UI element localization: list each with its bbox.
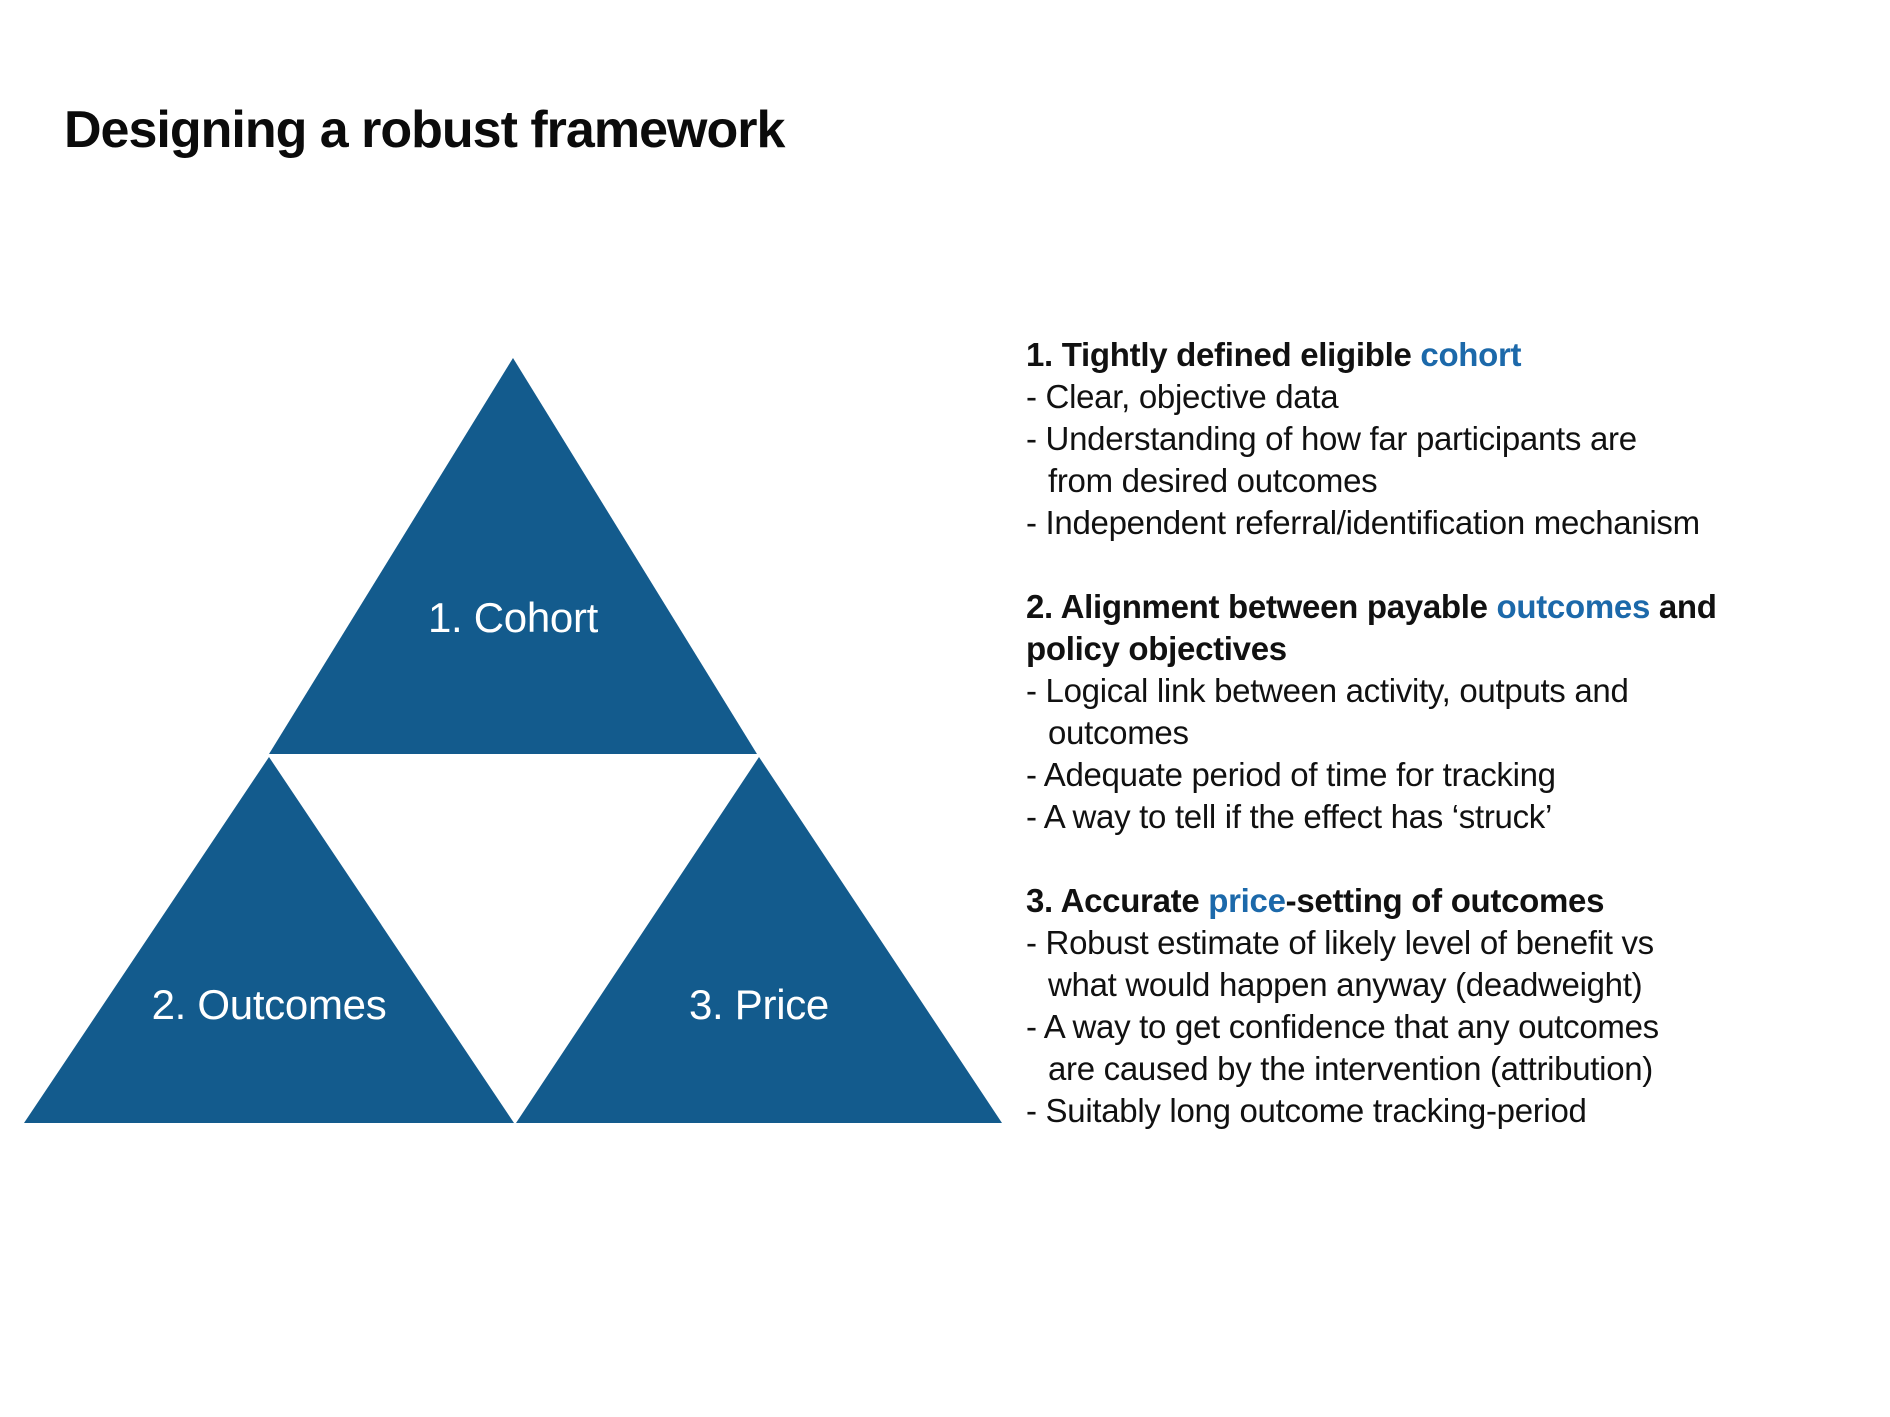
heading-accent-word: cohort [1420,336,1522,373]
section-heading: 3. Accurate price-setting of outcomes [1026,880,1876,922]
heading-segment: 2. Alignment between payable [1026,588,1497,625]
bullet-line-continuation: outcomes [1048,714,1189,751]
triangle-cohort [269,358,757,754]
bullet-line-continuation: from desired outcomes [1048,462,1378,499]
heading-segment: -setting of outcomes [1285,882,1605,919]
heading-accent-word: outcomes [1496,588,1651,625]
section-spacer [1026,544,1876,586]
bullet-line: - Suitably long outcome tracking-period [1026,1092,1587,1129]
bullet-line: - Adequate period of time for tracking [1026,756,1556,793]
bullet-line: - Clear, objective data [1026,378,1339,415]
bullet-line-continuation: what would happen anyway (deadweight) [1048,966,1643,1003]
bullet-line: - Robust estimate of likely level of ben… [1026,924,1654,961]
heading-segment: and [1650,588,1717,625]
triangle-price [516,757,1002,1123]
bullet-line: - Independent referral/identification me… [1026,504,1700,541]
triangle-label-price: 3. Price [689,981,829,1028]
heading-segment: 1. Tightly defined eligible [1026,336,1421,373]
section-heading-line2: policy objectives [1026,628,1876,670]
heading-segment: policy objectives [1026,630,1287,667]
section-outcomes: 2. Alignment between payable outcomes an… [1026,586,1876,838]
triangle-label-cohort: 1. Cohort [427,594,599,641]
section-spacer [1026,838,1876,880]
section-price: 3. Accurate price-setting of outcomes - … [1026,880,1876,1132]
section-heading: 1. Tightly defined eligible cohort [1026,334,1876,376]
triangle-outcomes [24,757,514,1123]
framework-notes: 1. Tightly defined eligible cohort - Cle… [1026,334,1876,1132]
bullet-line: - A way to get confidence that any outco… [1026,1008,1659,1045]
slide-title: Designing a robust framework [64,101,785,159]
bullet-line: - A way to tell if the effect has ‘struc… [1026,798,1553,835]
bullet-line: - Understanding of how far participants … [1026,420,1637,457]
triangle-label-outcomes: 2. Outcomes [151,981,387,1028]
bullet-line: - Logical link between activity, outputs… [1026,672,1629,709]
section-cohort: 1. Tightly defined eligible cohort - Cle… [1026,334,1876,544]
heading-segment: 3. Accurate [1026,882,1209,919]
section-heading: 2. Alignment between payable outcomes an… [1026,586,1876,628]
bullet-line-continuation: are caused by the intervention (attribut… [1048,1050,1653,1087]
heading-accent-word: price [1208,882,1286,919]
